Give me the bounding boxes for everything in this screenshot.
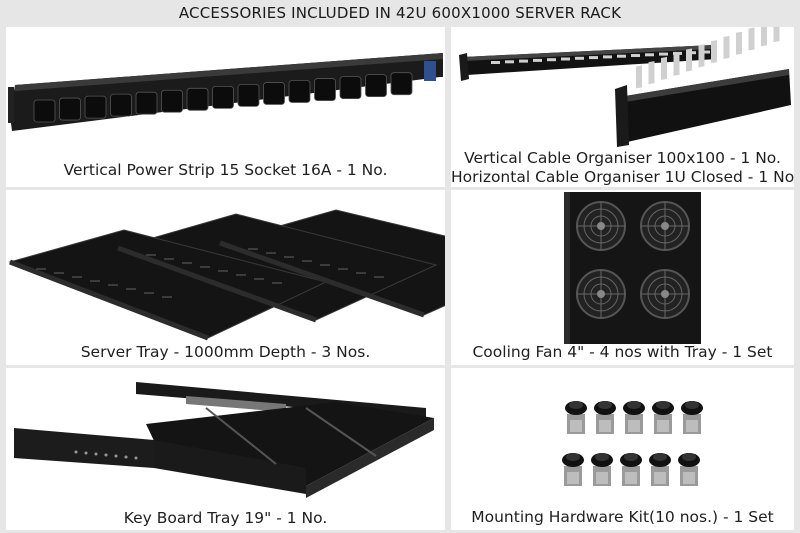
vertical-organiser-caption: Vertical Cable Organiser 100x100 - 1 No. [464,149,781,167]
page-title: ACCESSORIES INCLUDED IN 42U 600X1000 SER… [178,4,622,22]
keyboard-tray-image [14,382,434,498]
cooling-fan-caption: Cooling Fan 4" - 4 nos with Tray - 1 Set [472,343,773,361]
cable-organiser-panel: Vertical Cable Organiser 100x100 - 1 No.… [451,27,794,187]
keyboard-tray-panel: Key Board Tray 19" - 1 No. [6,368,445,530]
mounting-kit-caption: Mounting Hardware Kit(10 nos.) - 1 Set [471,508,774,526]
power-strip-image [8,53,443,131]
server-tray-caption: Server Tray - 1000mm Depth - 3 Nos. [80,343,371,361]
horizontal-organiser-caption: Horizontal Cable Organiser 1U Closed - 1… [451,168,794,186]
cable-organiser-image [459,27,791,147]
keyboard-tray-caption: Key Board Tray 19" - 1 No. [123,509,328,527]
mounting-kit-panel: Mounting Hardware Kit(10 nos.) - 1 Set [451,368,794,530]
mounting-kit-image [562,401,703,486]
cooling-fan-image [564,192,701,344]
server-tray-panel: Server Tray - 1000mm Depth - 3 Nos. [6,190,445,365]
power-strip-caption: Vertical Power Strip 15 Socket 16A - 1 N… [63,161,388,179]
power-strip-panel: Vertical Power Strip 15 Socket 16A - 1 N… [6,27,445,187]
cooling-fan-panel: Cooling Fan 4" - 4 nos with Tray - 1 Set [451,190,794,365]
server-tray-image [8,209,445,341]
